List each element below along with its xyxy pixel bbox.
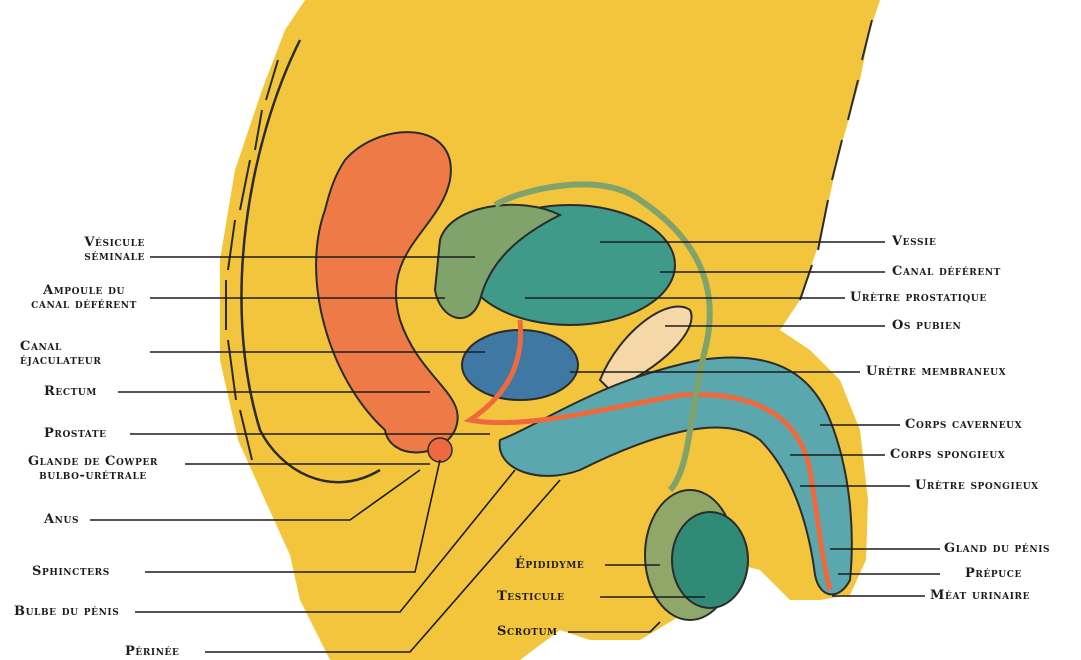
label-vesicule-seminale: Vésicule séminale bbox=[40, 236, 145, 264]
label-ampoule-canal-deferent: Ampoule du canal déférent bbox=[4, 284, 164, 312]
label-anus: Anus bbox=[44, 513, 79, 527]
label-prepuce: Prépuce bbox=[965, 567, 1022, 581]
label-meat-urinaire: Méat urinaire bbox=[930, 589, 1030, 603]
label-corps-spongieux: Corps spongieux bbox=[890, 448, 1005, 462]
label-glande-cowper: Glande de Cowper bulbo-urétrale bbox=[4, 455, 182, 483]
label-uretre-membraneux: Urètre membraneux bbox=[866, 365, 1006, 379]
label-rectum: Rectum bbox=[44, 385, 97, 399]
label-vessie: Vessie bbox=[892, 235, 936, 249]
label-uretre-spongieux: Urètre spongieux bbox=[915, 479, 1039, 493]
label-testicule: Testicule bbox=[497, 590, 565, 604]
label-bulbe-penis: Bulbe du pénis bbox=[14, 605, 119, 619]
label-canal-deferent: Canal déférent bbox=[892, 265, 1001, 279]
label-prostate: Prostate bbox=[44, 427, 107, 441]
testicle-shape bbox=[672, 512, 748, 608]
label-epididyme: Épididyme bbox=[515, 558, 584, 572]
label-uretre-prostatique: Urètre prostatique bbox=[850, 291, 987, 305]
label-canal-ejaculateur: Canal éjaculateur bbox=[20, 340, 144, 368]
label-gland-penis: Gland du pénis bbox=[944, 542, 1050, 556]
label-perinee: Périnée bbox=[125, 645, 179, 659]
label-corps-caverneux: Corps caverneux bbox=[905, 418, 1022, 432]
label-os-pubien: Os pubien bbox=[892, 319, 961, 333]
label-scrotum: Scrotum bbox=[497, 625, 558, 639]
label-sphincters: Sphincters bbox=[32, 565, 110, 579]
cowper-gland-shape bbox=[428, 438, 452, 462]
